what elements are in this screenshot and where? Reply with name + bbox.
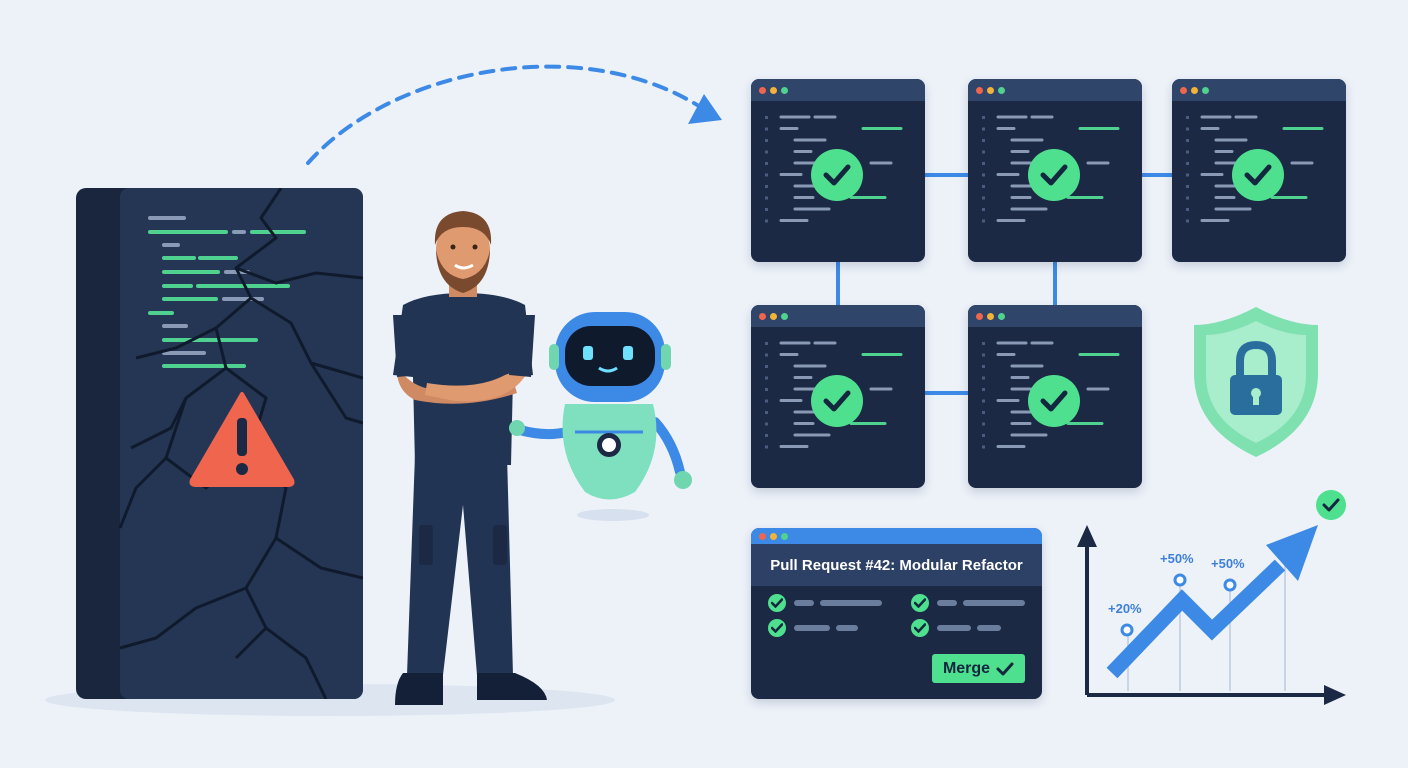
code-window-5	[968, 305, 1142, 488]
check-icon	[1316, 490, 1346, 520]
pr-placeholder-line	[794, 600, 814, 606]
code-lines	[1186, 115, 1324, 223]
window-connectors	[836, 173, 1172, 395]
pr-title-bar	[751, 528, 1042, 544]
pr-placeholder-line	[820, 600, 882, 606]
code-window-1	[751, 79, 925, 262]
pr-check-item	[911, 594, 1025, 612]
check-icon	[768, 594, 786, 612]
maximize-dot	[998, 87, 1005, 94]
pr-check-item	[911, 619, 1021, 637]
check-icon	[1028, 375, 1080, 427]
check-icon	[811, 149, 863, 201]
maximize-dot	[781, 313, 788, 320]
code-lines	[765, 115, 903, 223]
close-dot	[976, 313, 983, 320]
window-title-bar	[1172, 79, 1346, 101]
minimize-dot	[987, 87, 994, 94]
dashed-arrow-icon	[306, 64, 722, 165]
close-dot	[759, 313, 766, 320]
minimize-dot	[770, 313, 777, 320]
close-dot	[759, 87, 766, 94]
legacy-server	[76, 187, 364, 700]
maximize-dot	[1202, 87, 1209, 94]
pr-placeholder-line	[977, 625, 1001, 631]
pr-check-item	[768, 594, 882, 612]
shield-lock-icon	[1194, 307, 1318, 457]
minimize-dot	[770, 533, 777, 540]
pr-placeholder-line	[794, 625, 830, 631]
warning-icon	[189, 392, 295, 487]
pr-placeholder-line	[937, 600, 957, 606]
pr-placeholder-line	[963, 600, 1025, 606]
minimize-dot	[770, 87, 777, 94]
code-window-4	[751, 305, 925, 488]
window-title-bar	[968, 305, 1142, 327]
code-window-2	[968, 79, 1142, 262]
merge-button[interactable]: Merge	[932, 654, 1025, 683]
growth-label: +50%	[1160, 551, 1194, 566]
close-dot	[1180, 87, 1187, 94]
growth-label: +20%	[1108, 601, 1142, 616]
window-title-bar	[751, 305, 925, 327]
check-icon	[768, 619, 786, 637]
check-icon	[1232, 149, 1284, 201]
code-lines	[982, 341, 1120, 449]
pr-title: Pull Request #42: Modular Refactor	[751, 544, 1042, 586]
pr-placeholder-line	[937, 625, 971, 631]
window-title-bar	[968, 79, 1142, 101]
merge-button-label: Merge	[942, 659, 991, 677]
growth-graph	[1077, 490, 1346, 705]
developer-person	[393, 211, 547, 705]
close-dot	[976, 87, 983, 94]
maximize-dot	[998, 313, 1005, 320]
close-dot	[759, 533, 766, 540]
check-icon	[1028, 149, 1080, 201]
maximize-dot	[781, 87, 788, 94]
pr-placeholder-line	[836, 625, 858, 631]
maximize-dot	[781, 533, 788, 540]
minimize-dot	[1191, 87, 1198, 94]
check-icon	[811, 375, 863, 427]
minimize-dot	[987, 313, 994, 320]
growth-label: +50%	[1211, 556, 1245, 571]
check-icon	[996, 662, 1014, 675]
robot-assistant	[509, 312, 692, 500]
check-icon	[911, 594, 929, 612]
check-icon	[911, 619, 929, 637]
code-window-3	[1172, 79, 1346, 262]
code-lines	[765, 341, 903, 449]
pr-check-item	[768, 619, 878, 637]
window-title-bar	[751, 79, 925, 101]
